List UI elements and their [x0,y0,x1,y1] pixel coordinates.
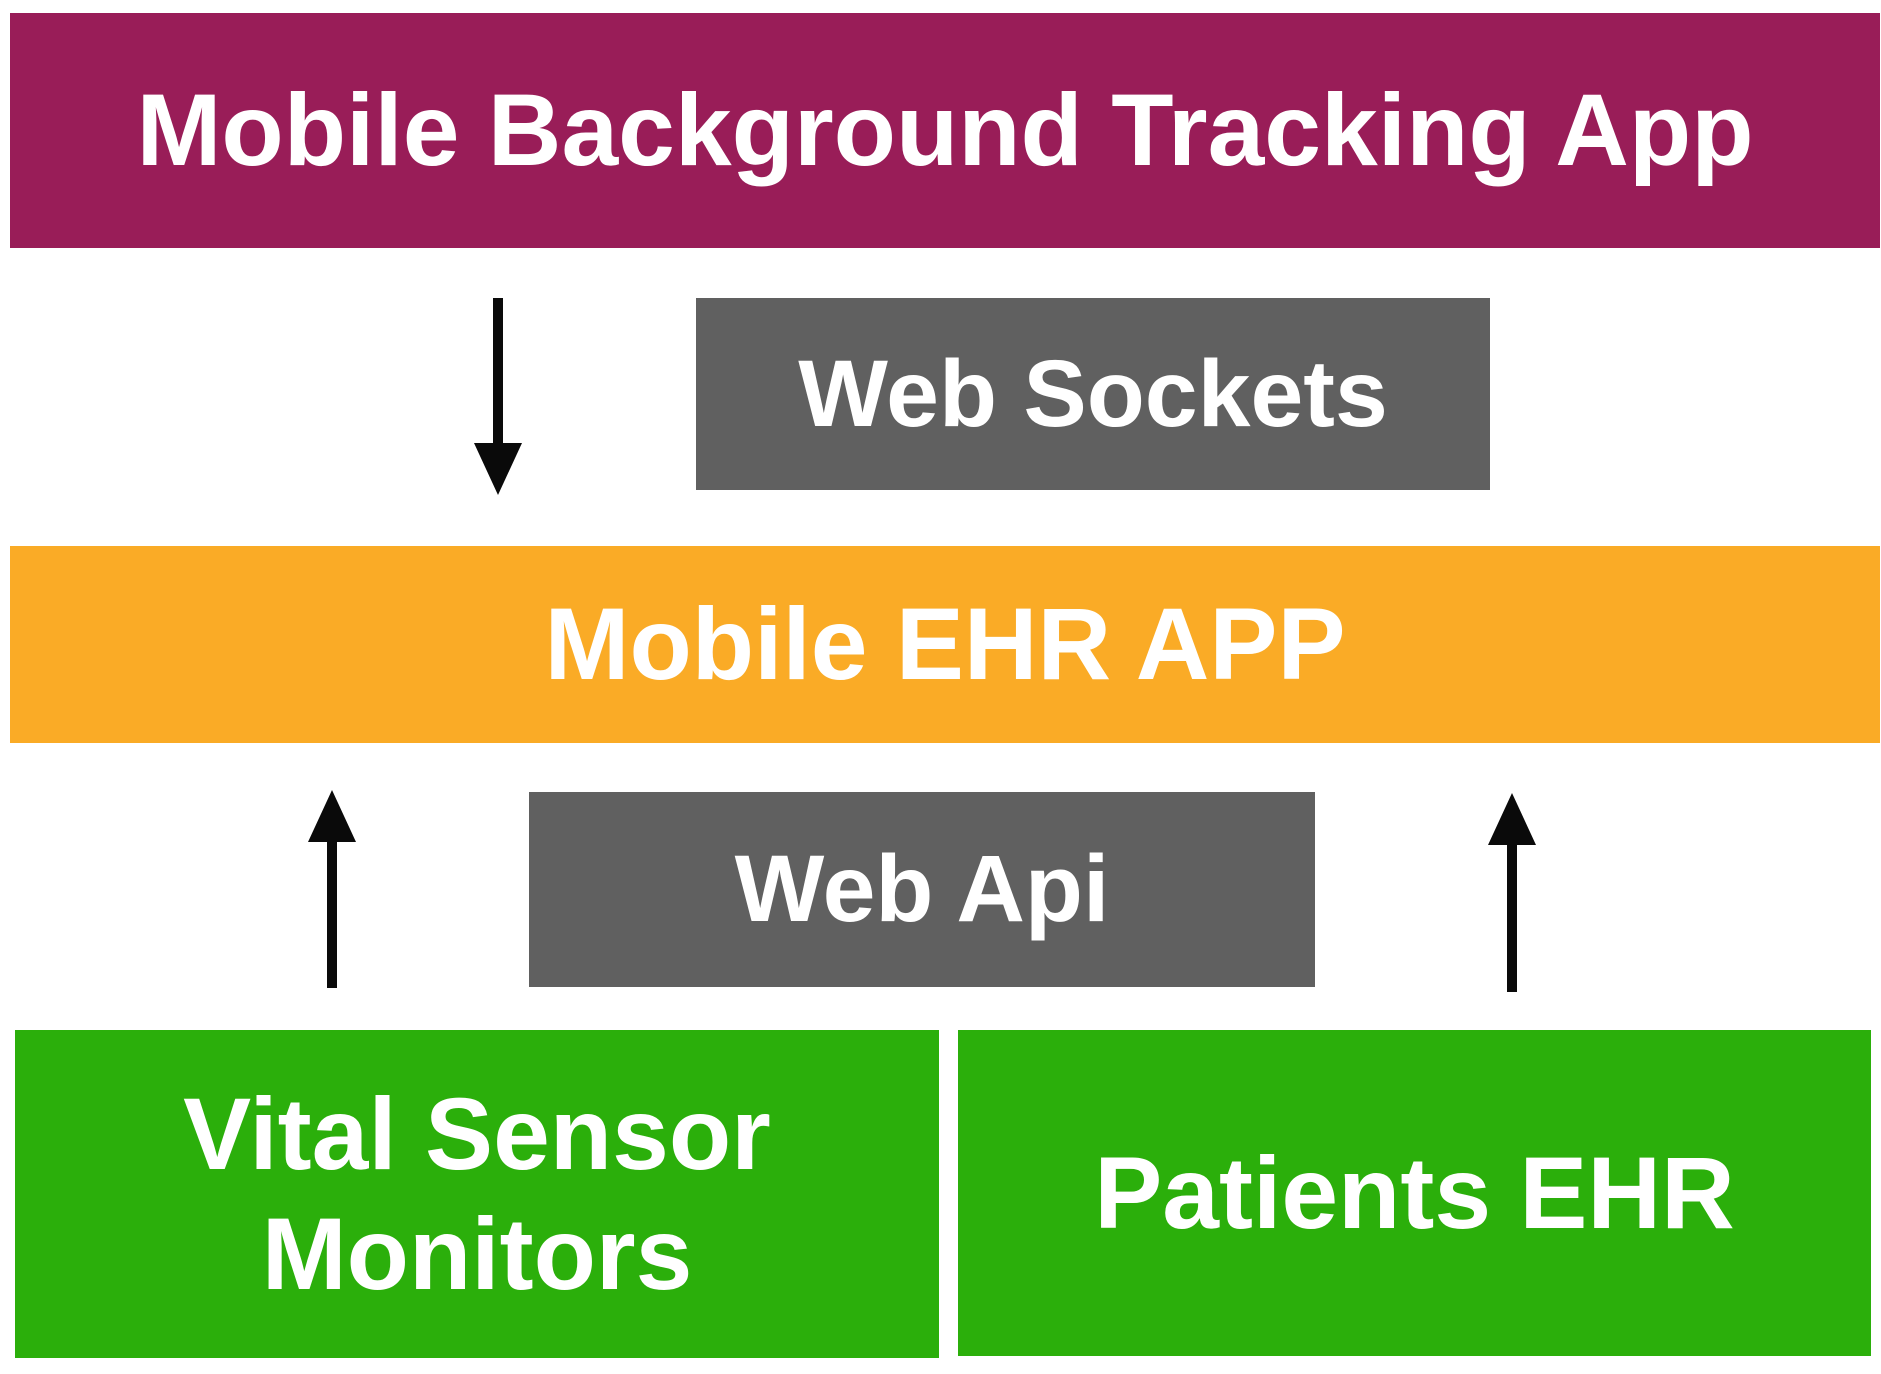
node-mobile-background-tracking-app: Mobile Background Tracking App [10,13,1880,248]
up-arrow-icon [1488,793,1536,992]
node-vital-sensor-monitors: Vital Sensor Monitors [15,1030,939,1358]
arrow-head [308,790,356,842]
down-arrow-icon [474,298,522,495]
node-mobile-ehr-app: Mobile EHR APP [10,546,1880,743]
node-web-sockets: Web Sockets [696,298,1490,490]
arrow-shaft [1507,845,1517,992]
up-arrow-icon [308,790,356,988]
arrow-shaft [493,298,503,443]
arrow-head [1488,793,1536,845]
node-label: Vital Sensor Monitors [183,1076,771,1311]
node-label: Web Api [734,836,1110,942]
node-label: Mobile EHR APP [544,587,1346,701]
node-label: Patients EHR [1094,1135,1735,1250]
arrow-head [474,443,522,495]
node-label: Mobile Background Tracking App [136,73,1754,187]
node-label: Web Sockets [798,340,1388,447]
node-patients-ehr: Patients EHR [958,1030,1871,1356]
node-web-api: Web Api [529,792,1315,987]
arrow-shaft [327,842,337,988]
